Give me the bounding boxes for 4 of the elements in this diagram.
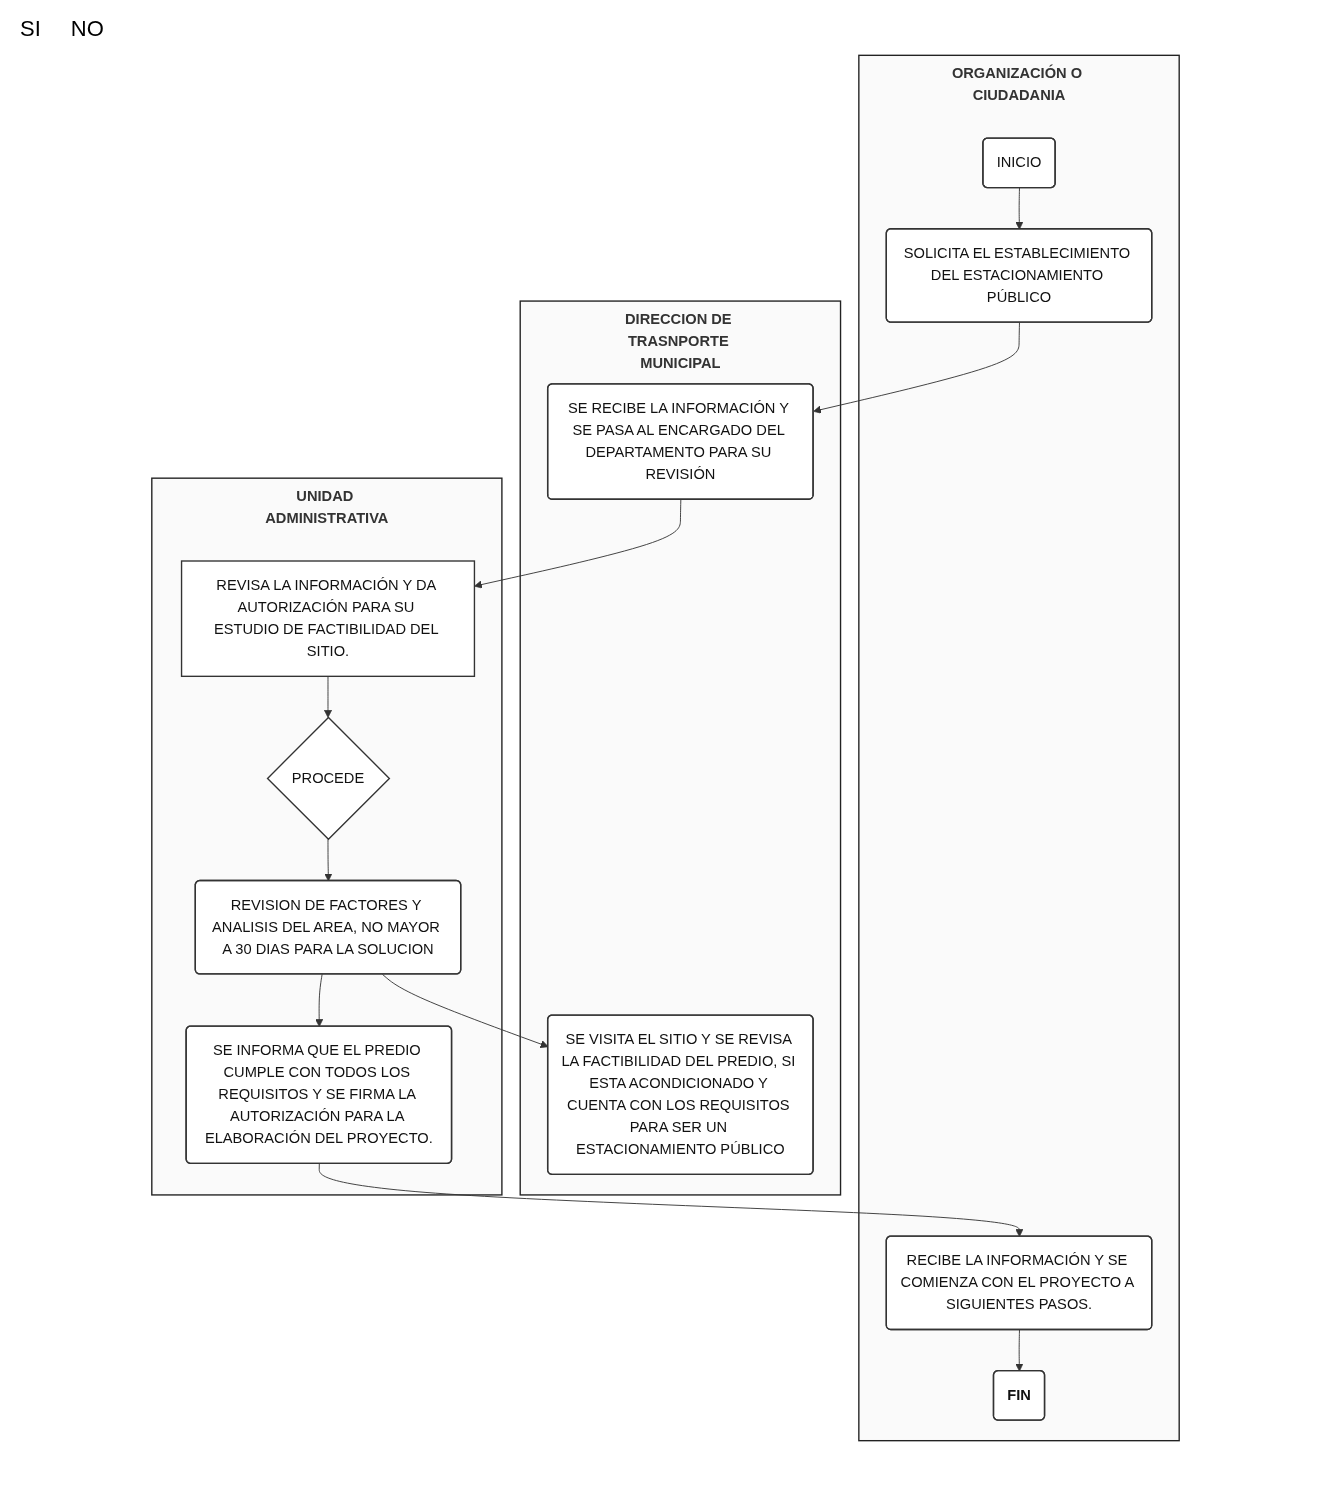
node-diamond: PROCEDE	[266, 716, 391, 841]
branch-label: SI	[20, 16, 41, 42]
node-box: REVISA LA INFORMACIÓN Y DA AUTORIZACIÓN PARA SU ESTUDIO DE FACTIBILIDAD DEL SITIO.	[180, 560, 476, 677]
branch-label: NO	[70, 16, 104, 42]
